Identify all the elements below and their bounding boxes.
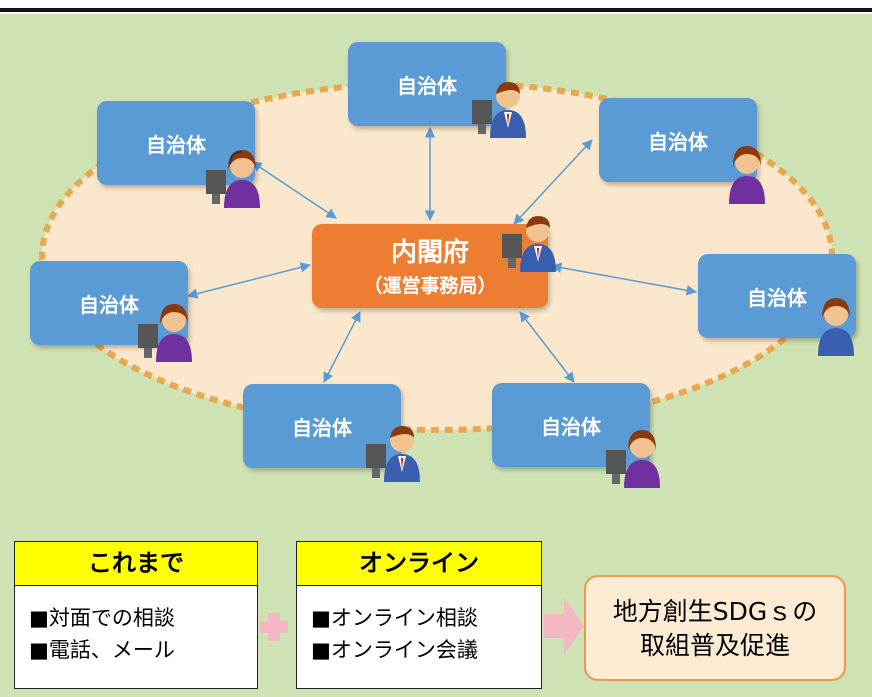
center-subtitle: （運営事務局）	[363, 275, 497, 297]
node-label: 自治体	[747, 285, 807, 310]
person-at-computer-icon	[366, 426, 420, 482]
center-title: 内閣府	[390, 238, 469, 268]
node-label: 自治体	[292, 415, 352, 440]
person-at-computer-icon	[818, 298, 854, 356]
before-panel: ■対面での相談 ■電話、メール	[14, 585, 258, 689]
person-at-computer-icon	[472, 82, 526, 138]
goal-line1: 地方創生SDGｓの	[612, 597, 818, 626]
person-at-computer-icon	[138, 304, 192, 362]
before-title: これまで	[14, 541, 258, 586]
node-upper-left: 自治体	[97, 101, 255, 185]
person-at-computer-icon	[729, 146, 765, 204]
arrow-mid-right	[550, 262, 698, 296]
goal-line2: 取組普及促進	[639, 631, 790, 660]
arrow-bottom-left	[323, 311, 361, 383]
node-mid-left: 自治体	[30, 261, 188, 345]
node-upper-right: 自治体	[599, 98, 757, 182]
arrow-mid-left	[186, 262, 312, 299]
arrow-upper-left	[251, 161, 337, 219]
plus-icon	[260, 613, 288, 641]
online-item: ■オンライン相談	[311, 606, 478, 630]
node-label: 自治体	[79, 292, 139, 317]
online-item: ■オンライン会議	[311, 638, 478, 662]
person-at-computer-icon	[606, 430, 660, 488]
arrow-upper-right	[513, 139, 593, 225]
top-border	[0, 0, 872, 14]
person-at-computer-icon	[206, 150, 260, 208]
online-title: オンライン	[296, 541, 542, 586]
before-item: ■電話、メール	[29, 638, 175, 662]
goal-box: 地方創生SDGｓの 取組普及促進	[584, 575, 846, 681]
node-label: 自治体	[146, 132, 206, 157]
right-arrow-icon	[544, 598, 584, 654]
before-item: ■対面での相談	[29, 606, 175, 630]
online-panel: ■オンライン相談 ■オンライン会議	[296, 585, 542, 689]
person-at-computer-icon	[502, 216, 556, 272]
arrow-bottom-right	[519, 311, 575, 383]
node-label: 自治体	[541, 414, 601, 439]
node-label: 自治体	[648, 129, 708, 154]
node-label: 自治体	[397, 73, 457, 98]
